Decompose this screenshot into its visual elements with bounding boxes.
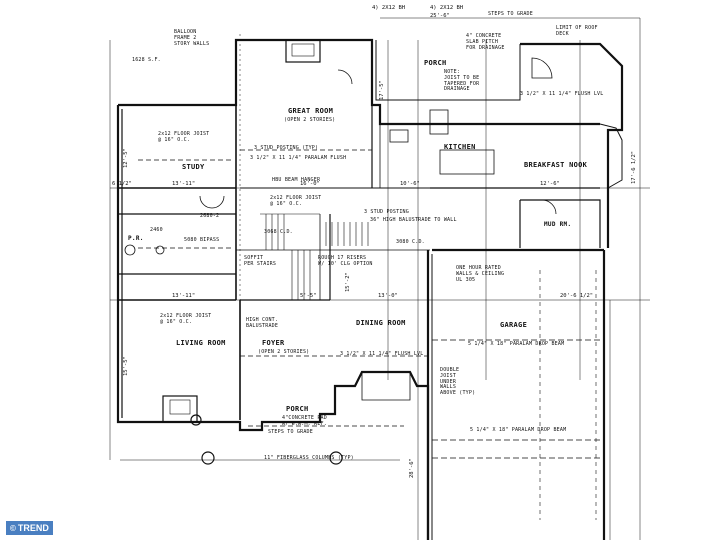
note-double-joist: DOUBLE JOIST UNDER WALLS ABOVE (TYP)	[440, 367, 476, 396]
dim-stair-w: 5'-5"	[300, 293, 317, 299]
door-2680: 2680-2	[200, 213, 220, 219]
sink-pr	[155, 245, 165, 255]
dim-great-w: 16'-0"	[300, 181, 320, 187]
room-garage: GARAGE	[500, 321, 528, 329]
door-swing	[199, 195, 225, 209]
note-stud-posting-2: 3 STUD POSTING	[364, 209, 409, 215]
fireplace	[169, 399, 191, 415]
room-kitchen: KITCHEN	[444, 143, 476, 151]
trend-logo-text: TREND	[17, 523, 49, 533]
bay-bumpout	[361, 372, 411, 401]
room-study: STUDY	[182, 163, 205, 171]
door-3080: 3080 C.D.	[396, 239, 425, 245]
door-swing	[337, 69, 353, 85]
column	[190, 414, 202, 426]
note-columns: 11" FIBERGLASS COLUMNS (TYP)	[264, 455, 354, 461]
balloon-frame-note: BALLOON FRAME 2 STORY WALLS	[174, 29, 210, 47]
note-paralam-drop-2: 5 1/4" X 18" PARALAM DROP BEAM	[470, 427, 567, 433]
kitchen-island	[439, 149, 495, 175]
limit-of-roof-deck: LIMIT OF ROOF DECK	[556, 25, 598, 37]
outer-wall	[116, 105, 430, 540]
note-flush-lvl-dining: 3 1/2" X 11 1/4" FLUSH LVL	[340, 351, 424, 357]
trend-watermark: © TREND	[6, 521, 53, 535]
square-footage: 1628 S.F.	[132, 57, 161, 63]
door-2460: 2460	[150, 227, 163, 233]
note-concrete-pad: 4"CONCRETE PAD W/ W.W.M. REF.	[282, 415, 327, 427]
dim-garage-w: 20'-6 1/2"	[560, 293, 594, 299]
dim-top-3: 25'-6"	[430, 13, 450, 19]
door-3068: 3068 C.D.	[264, 229, 293, 235]
column	[201, 451, 215, 465]
stair	[260, 213, 369, 300]
door-5080: 5080 BIPASS	[184, 237, 220, 243]
note-flush-lvl: 3 1/2" X 11 1/4" FLUSH LVL	[520, 91, 604, 97]
note-steps-bottom: STEPS TO GRADE	[268, 429, 313, 435]
room-great-room: GREAT ROOM	[288, 107, 334, 115]
note-risers: ROUGH 17 RISERS W/ 10' CLG OPTION	[318, 255, 373, 267]
note-fire-rated: ONE HOUR RATED WALLS & CEILING UL 305	[456, 265, 505, 283]
note-floor-joist-study: 2x12 FLOOR JOIST @ 16" O.C.	[158, 131, 210, 143]
beam-lines	[138, 149, 430, 427]
room-dining: DINING ROOM	[356, 319, 406, 327]
interior-wall	[520, 199, 601, 248]
room-mud-rm: MUD RM.	[544, 221, 572, 228]
room-foyer: FOYER	[262, 339, 285, 347]
fireplace	[291, 43, 315, 57]
copyright-symbol: ©	[10, 523, 16, 533]
note-stud-posting: 3 STUD POSTING (TYP)	[254, 145, 319, 151]
dim-living-w: 13'-11"	[172, 293, 196, 299]
note-hbu-hanger: HBU BEAM HANGER	[272, 177, 321, 183]
outer-wall	[520, 42, 624, 248]
room-breakfast-nook: BREAKFAST NOOK	[524, 161, 588, 169]
note-high-cont: HIGH CONT. BALUSTRADE	[246, 317, 279, 329]
door-swing	[541, 199, 557, 215]
dim-dining-w: 13'-0"	[378, 293, 398, 299]
dim-living-d: 15'-5"	[123, 356, 129, 376]
note-paralam-garage: 5 1/4" X 18" PARALAM DROP BEAM	[468, 341, 565, 347]
toilet	[124, 244, 136, 256]
fireplace	[285, 39, 321, 63]
concrete-slab-note: 4" CONCRETE SLAB PITCH FOR DRAINAGE	[466, 33, 505, 51]
dim-great-d: 17'-5"	[379, 80, 385, 100]
dim-study-w: 13'-11"	[172, 181, 196, 187]
garage-opening	[539, 270, 597, 520]
dim-dining-d: 15'-2"	[345, 272, 351, 292]
dim-kitchen-w: 10'-6"	[400, 181, 420, 187]
dim-nook-r: 17'-6 1/2"	[631, 150, 637, 184]
column	[329, 451, 343, 465]
garage-beam	[432, 339, 604, 459]
room-great-room-sub: (OPEN 2 STORIES)	[284, 117, 336, 123]
room-pr: P.R.	[128, 235, 144, 242]
dim-top-1: 4) 2X12 BH	[372, 5, 406, 11]
room-porch-front: PORCH	[286, 405, 309, 413]
dim-study-d: 12'-5"	[123, 148, 129, 168]
room-foyer-sub: (OPEN 2 STORIES)	[258, 349, 310, 355]
outer-wall	[375, 40, 521, 101]
dim-top-2: 4) 2X12 BH	[430, 5, 464, 11]
steps-to-grade-top: STEPS TO GRADE	[488, 11, 533, 17]
fireplace	[162, 395, 198, 423]
note-soffit: SOFFIT PER STAIRS	[244, 255, 277, 267]
note-joist-mid: 2x12 FLOOR JOIST @ 16" O.C.	[270, 195, 322, 207]
note-balustrade: 36" HIGH BALUSTRADE TO WALL	[370, 217, 457, 223]
note-porch-joist: NOTE: JOIST TO BE TAPERED FOR DRAINAGE	[444, 69, 480, 93]
note-floor-joist-living: 2x12 FLOOR JOIST @ 16" O.C.	[160, 313, 212, 325]
sink	[389, 129, 409, 143]
dim-nook-w: 12'-6"	[540, 181, 560, 187]
dimension-lines	[109, 17, 650, 540]
bay-window	[599, 123, 623, 189]
dim-pr-gap: 6 1/2"	[112, 181, 132, 187]
outer-wall	[118, 38, 600, 126]
room-living: LIVING ROOM	[176, 339, 226, 347]
dim-garage-d: 28'-6"	[409, 458, 415, 478]
door-swing	[531, 57, 553, 79]
kitchen-counter	[429, 109, 449, 135]
note-paralam-flush: 3 1/2" X 11 1/4" PARALAM FLUSH	[250, 155, 347, 161]
room-porch-rear: PORCH	[424, 59, 447, 67]
